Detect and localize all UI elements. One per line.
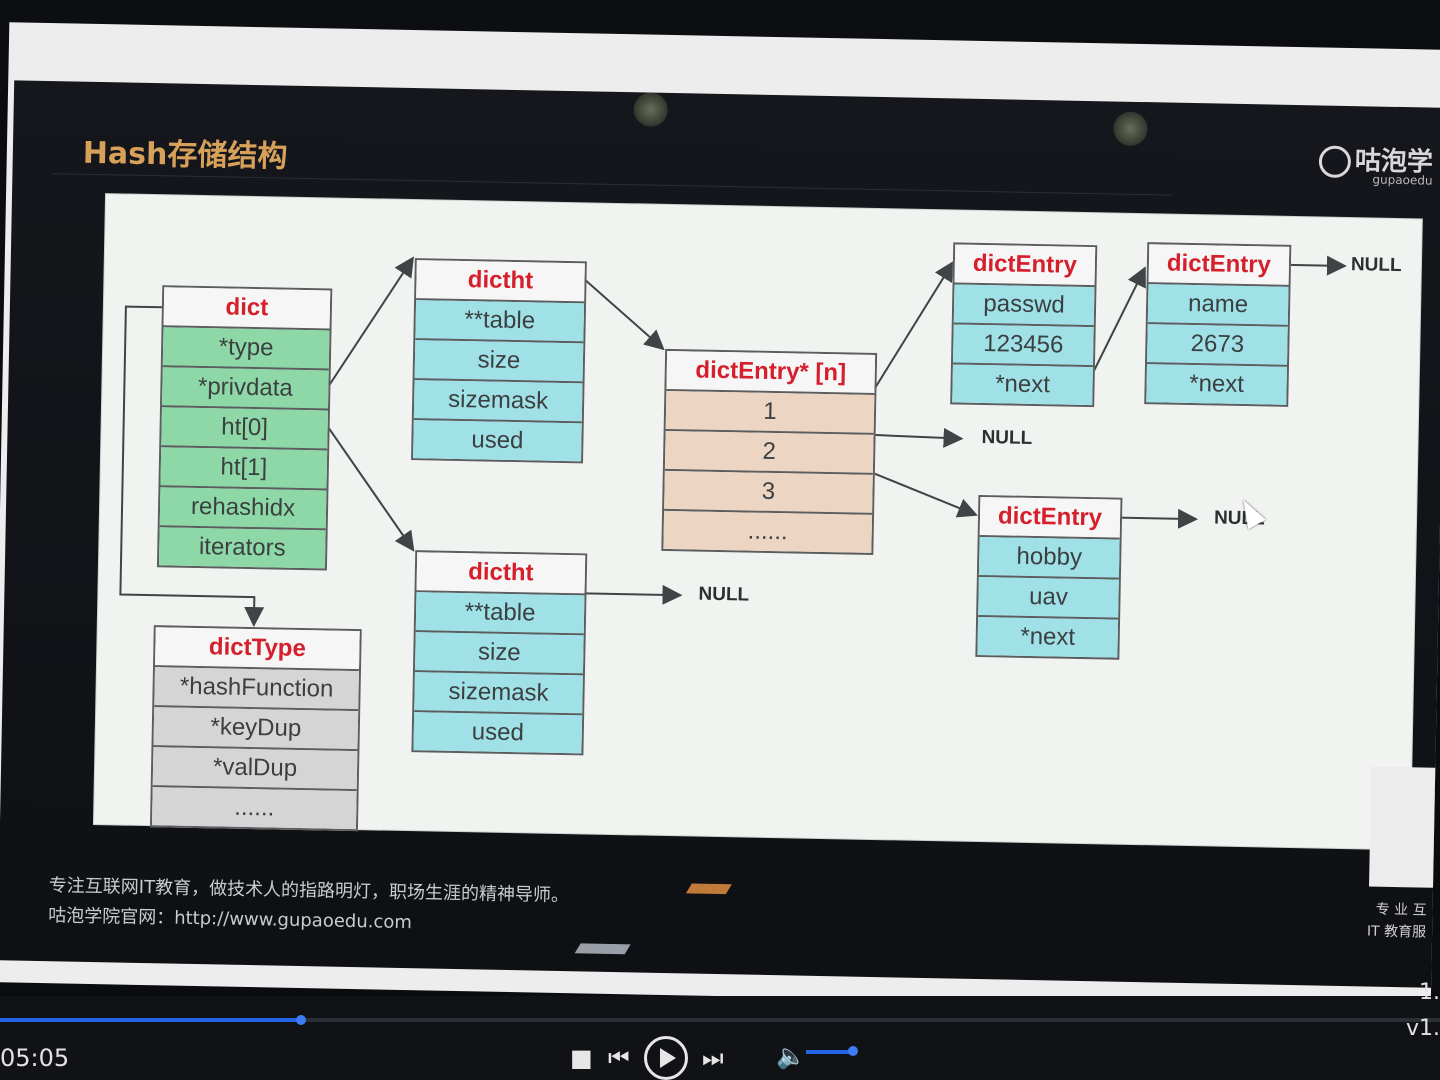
ceiling-light-reflection <box>1113 111 1148 147</box>
dictht-top-field-table: **table <box>415 300 585 344</box>
dict-field-ht0: ht[0] <box>161 407 328 451</box>
player-version: v1. <box>1405 1016 1440 1041</box>
previous-icon[interactable]: ⏮ <box>608 1044 630 1072</box>
playback-speed[interactable]: 1. <box>1419 980 1440 1005</box>
dicttype-field-valdup: *valDup <box>152 747 358 792</box>
dictentry-hobby-key: hobby <box>978 536 1120 580</box>
side-slogan-line1: 专 业 互 <box>1375 901 1427 919</box>
title-divider <box>52 173 1173 196</box>
progress-fill <box>0 1018 300 1022</box>
dictentry-hobby-next: *next <box>977 616 1119 658</box>
dict-field-privdata: *privdata <box>161 367 329 411</box>
dicttype-header: dictType <box>154 627 360 672</box>
dict-field-iterators: iterators <box>158 527 326 569</box>
ceiling-light-reflection <box>633 92 669 127</box>
hash-structure-diagram: dict *type *privdata ht[0] ht[1] rehashi… <box>93 194 1422 850</box>
current-time: 05:05 <box>0 1044 70 1072</box>
dictht-bottom-box: dictht **table size sizemask used <box>411 550 588 756</box>
dictht-top-field-sizemask: sizemask <box>413 380 583 424</box>
dicttype-box: dictType *hashFunction *keyDup *valDup .… <box>149 625 362 832</box>
next-icon[interactable]: ⏭ <box>702 1044 724 1072</box>
dicttype-field-hashfunction: *hashFunction <box>154 667 359 712</box>
dictht-top-field-used: used <box>413 420 582 462</box>
footer-website[interactable]: 咕泡学院官网：http://www.gupaoedu.com <box>48 905 413 934</box>
glare-reflection <box>574 943 631 955</box>
stop-icon[interactable]: ■ <box>570 1044 593 1072</box>
slide: Hash存储结构 咕泡学 gupaoedu <box>0 80 1440 988</box>
bucket-slot-1: 1 <box>665 390 875 435</box>
dictentry-passwd-key: passwd <box>953 284 1095 328</box>
dicttype-field-more: ...... <box>151 787 357 830</box>
bucket-array-header: dictEntry* [n] <box>666 350 876 395</box>
dictentry-name-header: dictEntry <box>1148 244 1290 287</box>
side-slogan-line2: IT 教育服 <box>1366 923 1427 941</box>
dict-header: dict <box>163 287 331 331</box>
progress-track[interactable] <box>0 1018 1440 1022</box>
brand-subtitle: gupaoedu <box>1372 172 1433 188</box>
dictht-bottom-field-sizemask: sizemask <box>414 672 583 716</box>
video-player-controls: 05:05 ■ ⏮ ⏭ 🔈 1. v1. <box>0 980 1440 1080</box>
bucket-slot-more: ...... <box>663 510 873 553</box>
qr-code <box>1369 766 1436 888</box>
dictentry-passwd-header: dictEntry <box>954 244 1096 288</box>
dictentry-name-value: 2673 <box>1146 324 1288 367</box>
dictentry-hobby-value: uav <box>978 576 1119 620</box>
dictht-bottom-header: dictht <box>416 552 586 596</box>
dictht-bottom-field-size: size <box>414 632 584 676</box>
null-label-ht1-table: NULL <box>698 583 750 606</box>
null-label-name-next: NULL <box>1350 254 1402 277</box>
glare-reflection <box>685 883 732 895</box>
bucket-slot-3: 3 <box>664 470 873 515</box>
dictentry-hobby-header: dictEntry <box>979 496 1121 540</box>
dictentry-name-key: name <box>1147 284 1289 327</box>
volume-slider[interactable] <box>806 1050 856 1054</box>
volume-knob[interactable] <box>848 1046 858 1056</box>
dictentry-passwd-next: *next <box>952 364 1093 406</box>
dicttype-field-keydup: *keyDup <box>153 707 359 752</box>
dictht-bottom-field-table: **table <box>415 592 585 636</box>
diagram-connectors <box>119 255 1347 628</box>
dictentry-passwd-value: 123456 <box>952 324 1094 368</box>
dictentry-passwd-box: dictEntry passwd 123456 *next <box>950 242 1098 408</box>
null-label-bucket-2: NULL <box>981 427 1033 449</box>
slide-title: Hash存储结构 <box>82 135 288 175</box>
bucket-slot-2: 2 <box>664 430 874 475</box>
bucket-array-box: dictEntry* [n] 1 2 3 ...... <box>661 348 878 555</box>
brand-logo: 咕泡学 gupaoedu <box>1318 139 1434 188</box>
lightbulb-icon <box>1318 144 1352 178</box>
volume-icon[interactable]: 🔈 <box>776 1042 806 1070</box>
monitor-screen: Hash存储结构 咕泡学 gupaoedu <box>0 22 1440 1010</box>
progress-scrubber[interactable] <box>296 1015 306 1025</box>
dictht-bottom-field-used: used <box>413 712 583 754</box>
dict-box: dict *type *privdata ht[0] ht[1] rehashi… <box>156 285 333 571</box>
dict-field-rehashidx: rehashidx <box>159 487 327 531</box>
dictht-top-header: dictht <box>416 260 585 304</box>
dictentry-name-next: *next <box>1146 364 1287 405</box>
dictentry-name-box: dictEntry name 2673 *next <box>1144 242 1292 407</box>
dict-field-type: *type <box>162 327 330 371</box>
dict-field-ht1: ht[1] <box>160 447 328 491</box>
play-button[interactable] <box>644 1036 688 1080</box>
dictentry-hobby-box: dictEntry hobby uav *next <box>975 494 1123 660</box>
dictht-top-box: dictht **table size sizemask used <box>411 258 587 464</box>
dictht-top-field-size: size <box>414 340 584 384</box>
